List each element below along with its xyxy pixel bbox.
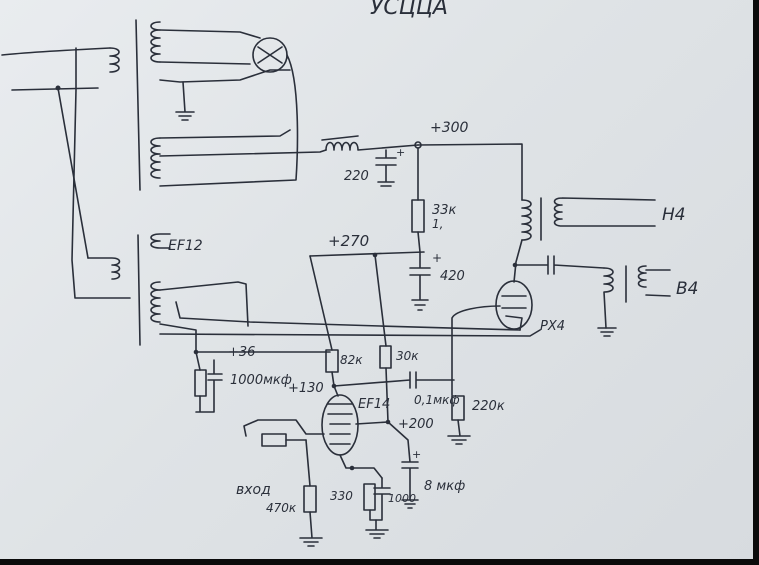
- label-420: 420: [440, 269, 465, 284]
- cap-1000-36: [195, 351, 223, 413]
- label-220: 220: [344, 169, 369, 184]
- ground-upper: [175, 81, 195, 121]
- b4-coil: [603, 267, 614, 329]
- mains-vertical-1: [71, 47, 131, 299]
- label-plus-130: +130: [288, 381, 324, 396]
- px4-tube: [495, 280, 533, 330]
- transformer-core-upper: [135, 19, 141, 191]
- label-33k: 33к: [432, 203, 457, 218]
- winding-middle-wire: [159, 129, 327, 157]
- label-33k-2: 1,: [432, 217, 443, 231]
- bplus-270-line: [309, 251, 425, 257]
- mains-vertical-2: [57, 87, 89, 259]
- choke-core: [321, 135, 359, 141]
- frame-edge-bottom: [0, 559, 759, 565]
- cathode-wire: [339, 454, 383, 479]
- label-1000mkf: 1000мкф: [230, 373, 292, 388]
- cap-420-plus: +: [432, 251, 442, 265]
- label-220k: 220к: [472, 399, 505, 414]
- mains-wire-top: [1, 47, 111, 56]
- winding-middle: [150, 137, 161, 179]
- label-plus-200: +200: [398, 417, 434, 432]
- screen-bypass: [387, 421, 419, 509]
- label-330: 330: [330, 489, 353, 503]
- label-plus-300: +300: [430, 120, 469, 136]
- ground-220k: [447, 419, 471, 445]
- label-8mkf: 8 мкф: [424, 479, 465, 494]
- resistor-30k: [379, 345, 392, 369]
- label-ef12: EF12: [168, 238, 203, 254]
- r82k-lead-top: [309, 255, 333, 351]
- r33k-lead-2: [417, 231, 421, 253]
- cap-420: [409, 251, 431, 311]
- winding-upper: [150, 21, 161, 63]
- ef14-plate-wire: [333, 385, 339, 397]
- ground-cathode: [365, 519, 389, 539]
- cap-plus-mark: +: [396, 146, 405, 159]
- px4-filament-wire: [175, 301, 521, 331]
- label-b4: В4: [676, 279, 698, 299]
- label-01mkf: 0,1мкф: [414, 393, 460, 407]
- label-30k: 30к: [396, 349, 419, 363]
- choke-coil: [325, 141, 419, 151]
- header-scribble: УСЦЦА: [370, 0, 448, 20]
- px4-elements: [501, 295, 527, 331]
- node-cathode: [349, 465, 355, 471]
- ef14-elements: [327, 403, 353, 445]
- resistor-36: [194, 369, 207, 397]
- r30k-lead-top: [374, 254, 387, 347]
- ground-470k: [299, 511, 323, 547]
- grid-leak-lead: [305, 439, 311, 487]
- resistor-33k: [411, 199, 425, 233]
- coupling-cap-01: [333, 371, 455, 389]
- b4-coupling-cap: [514, 255, 605, 275]
- px4-filament-wire-2: [159, 329, 541, 337]
- resistor-82k: [325, 349, 339, 373]
- output-secondary: [553, 197, 656, 227]
- c8-plus: +: [412, 448, 421, 461]
- transformer-core-lower: [137, 234, 141, 346]
- r82k-lead-bot: [331, 371, 335, 387]
- px4-grid-wire: [451, 305, 501, 396]
- frame-edge-right: [753, 0, 759, 565]
- rectifier-lead: [159, 54, 299, 187]
- rectifier-inner: [257, 46, 283, 64]
- ground-b4: [597, 327, 617, 337]
- label-px4: PX4: [540, 319, 565, 334]
- bplus-300-line: [417, 143, 523, 201]
- input-transformer-coil: [109, 47, 120, 73]
- label-ef14: EF14: [358, 397, 390, 412]
- resistor-470k: [303, 485, 317, 513]
- mains-to-coil: [87, 257, 121, 280]
- label-470k: 470к: [266, 501, 297, 515]
- label-1000-cath: 1000: [388, 492, 416, 505]
- winding-ef12: [150, 233, 171, 249]
- label-vkhod: вход: [236, 482, 271, 498]
- winding-lower-wire: [159, 281, 249, 353]
- ef14-screen-wire: [355, 367, 389, 425]
- winding-lower: [150, 281, 161, 323]
- cap-220-lead: [375, 149, 397, 187]
- b4-secondary: [637, 265, 671, 297]
- input-jack: [261, 433, 287, 447]
- output-primary-coil: [521, 199, 532, 241]
- label-plus-270: +270: [328, 232, 369, 250]
- label-82k: 82к: [340, 353, 363, 367]
- junction-dot: [55, 85, 61, 91]
- input-lead: [243, 419, 325, 437]
- label-h4: Н4: [662, 205, 686, 225]
- output-primary-down: [513, 239, 523, 283]
- cathode-cap-1000: [369, 477, 391, 521]
- mains-wire-2: [11, 87, 99, 91]
